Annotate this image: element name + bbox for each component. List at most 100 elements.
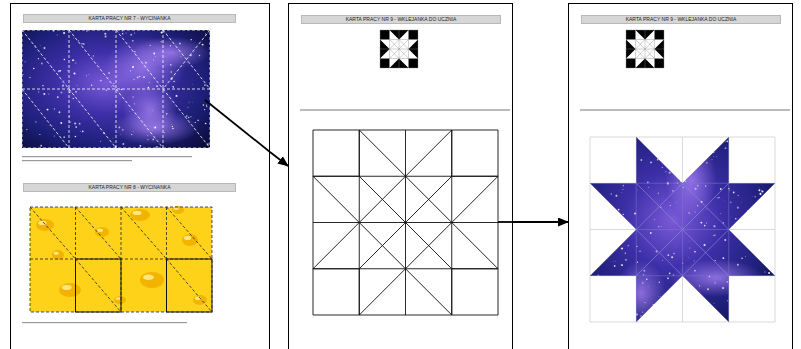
star-dot — [771, 205, 773, 207]
star-dot — [684, 180, 686, 182]
star-dot — [153, 59, 154, 60]
star-dot — [173, 87, 174, 88]
star-dot — [100, 80, 102, 82]
star-dot — [623, 150, 625, 152]
star-dot — [742, 223, 744, 225]
star-dot — [671, 315, 673, 317]
cheese-highlight — [133, 211, 142, 215]
star-dot — [622, 159, 623, 160]
star-dot — [63, 136, 65, 138]
star-dot — [704, 244, 706, 246]
star-dot — [713, 235, 714, 236]
cut-line — [163, 30, 210, 89]
star-dot — [743, 176, 745, 178]
star-dot — [137, 112, 139, 114]
star-dot — [683, 292, 685, 294]
star-dot — [75, 60, 77, 62]
star-dot — [699, 285, 700, 286]
cheese-highlight — [38, 221, 46, 225]
star-dot — [676, 202, 678, 204]
star-dot — [190, 116, 191, 117]
star-dot — [79, 123, 81, 125]
star-dot — [203, 104, 205, 106]
star-dot — [725, 141, 726, 142]
star-dot — [713, 302, 715, 304]
arrow-tail — [498, 221, 513, 223]
star-dot — [156, 146, 158, 148]
nebula — [666, 139, 717, 220]
star-dot — [600, 311, 602, 313]
star-dot — [150, 45, 151, 46]
star-dot — [733, 171, 735, 173]
star-dot — [758, 189, 760, 191]
star-dot — [717, 197, 718, 198]
star-dot — [752, 231, 754, 233]
star-dot — [206, 106, 208, 108]
star-dot — [202, 44, 204, 46]
star-dot — [769, 314, 770, 315]
cutout-sheet-galaxy — [22, 30, 212, 323]
star-dot — [108, 72, 110, 74]
star-dot — [621, 141, 623, 143]
star-dot — [669, 272, 671, 274]
star-dot — [115, 114, 117, 116]
star-dot — [720, 188, 722, 190]
star-dot — [180, 56, 182, 58]
star-dot — [769, 250, 771, 252]
caption-line — [22, 160, 132, 161]
star-dot — [75, 91, 77, 93]
star-line — [406, 176, 452, 222]
star-dot — [202, 44, 203, 45]
star-dot — [713, 225, 715, 227]
star-dot — [658, 193, 659, 194]
star-line — [406, 223, 452, 269]
star-dot — [120, 134, 122, 136]
star-dot — [673, 297, 675, 299]
star-dot — [617, 282, 619, 284]
star-outline — [313, 130, 498, 315]
star-dot — [83, 43, 85, 45]
star-dot — [706, 315, 708, 317]
cut-line — [167, 259, 213, 312]
title-bar: KARTA PRACY NR 8 - WYCINANKA — [23, 183, 236, 192]
star-dot — [121, 89, 123, 91]
star-dot — [642, 282, 644, 284]
nebula — [616, 260, 667, 326]
star-dot — [105, 35, 107, 37]
star-dot — [170, 45, 171, 46]
star-dot — [724, 200, 726, 202]
cheese-hole — [59, 283, 81, 297]
star-dot — [694, 260, 695, 261]
star-dot — [172, 86, 173, 87]
star-dot — [650, 232, 652, 234]
star-dot — [134, 51, 136, 53]
star-dot — [642, 312, 643, 313]
star-dot — [147, 135, 149, 137]
star-dot — [697, 185, 698, 186]
star-dot — [188, 101, 190, 103]
star-dot — [67, 70, 68, 71]
grid-line — [590, 137, 775, 138]
star-dot — [762, 294, 764, 296]
star-dot — [38, 58, 39, 59]
icon-ground — [380, 30, 418, 68]
star-dot — [610, 250, 612, 252]
star-line — [359, 176, 452, 269]
star-dot — [741, 257, 743, 259]
star-dot — [715, 147, 716, 148]
star-dot — [636, 313, 638, 315]
star-dot — [202, 87, 203, 88]
star-dot — [591, 148, 593, 150]
star-dot — [734, 143, 736, 145]
cheese-ground — [30, 207, 212, 312]
separator-line — [300, 110, 510, 111]
star-dot — [179, 43, 181, 45]
star-dot — [672, 190, 674, 192]
star-dot — [625, 259, 627, 261]
star-dot — [767, 283, 768, 284]
cut-line — [69, 30, 116, 89]
star-dot — [700, 222, 702, 224]
star-dot — [712, 156, 714, 158]
star-dot — [639, 251, 640, 252]
